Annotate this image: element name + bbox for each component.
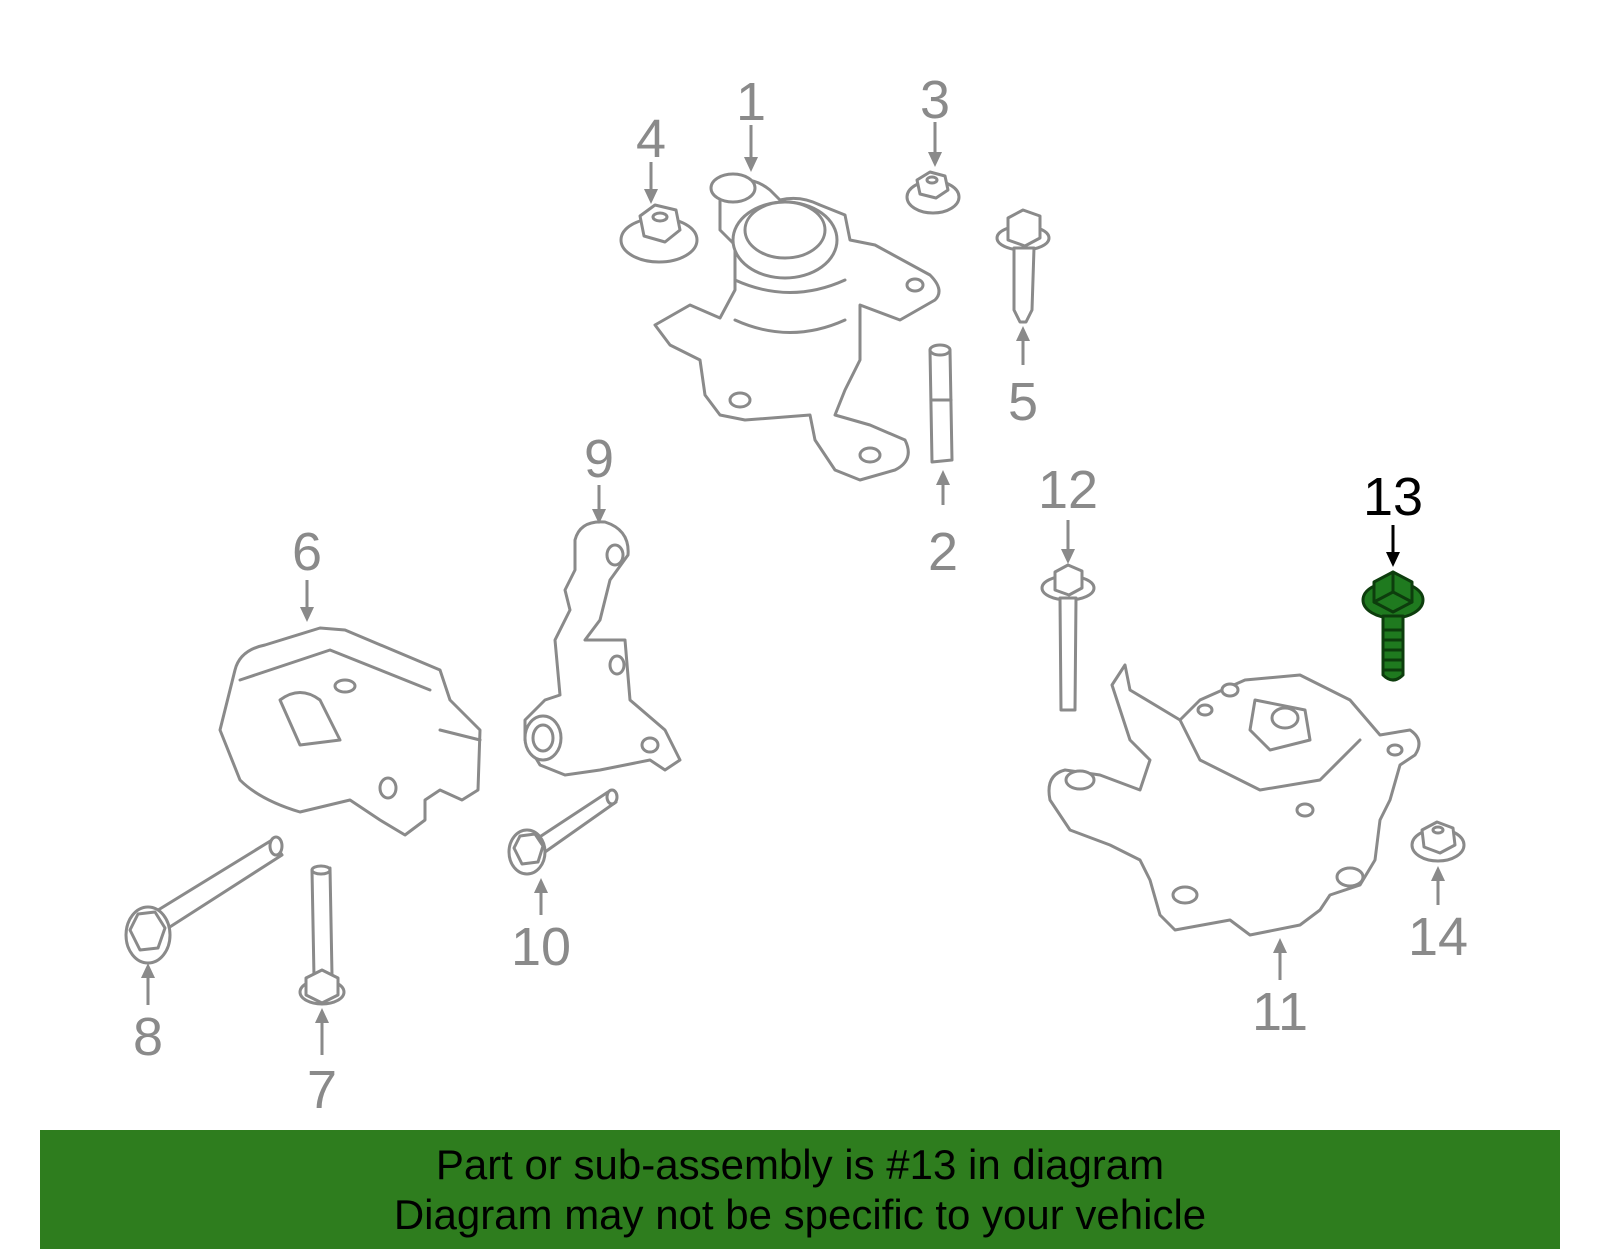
part-6-lower-mount[interactable] xyxy=(218,626,482,837)
callout-11: 11 xyxy=(1252,982,1308,1042)
callout-8: 8 xyxy=(133,1007,163,1067)
parts-diagram: 1 2 3 4 5 6 7 8 9 10 11 12 13 14 xyxy=(124,70,1468,1120)
callout-1: 1 xyxy=(736,72,766,132)
part-9-bracket[interactable] xyxy=(523,520,682,777)
part-3-nut[interactable] xyxy=(905,170,961,215)
callout-6: 6 xyxy=(292,522,322,582)
part-13-bolt-highlighted[interactable] xyxy=(1361,570,1425,682)
info-banner: Part or sub-assembly is #13 in diagram D… xyxy=(40,1130,1560,1249)
part-2-stud[interactable] xyxy=(928,343,954,464)
part-11-mount-bracket[interactable] xyxy=(1047,663,1421,937)
part-8-bolt[interactable] xyxy=(124,835,284,965)
part-4-nut[interactable] xyxy=(619,203,699,264)
part-1-engine-mount[interactable] xyxy=(653,172,941,482)
part-10-bolt[interactable] xyxy=(507,788,619,876)
callout-3: 3 xyxy=(920,70,950,130)
part-14-nut[interactable] xyxy=(1410,820,1466,863)
part-5-bolt[interactable] xyxy=(995,208,1051,324)
part-7-bolt[interactable] xyxy=(298,864,346,1006)
callout-12: 12 xyxy=(1038,460,1098,520)
callout-2: 2 xyxy=(928,522,958,582)
callout-7: 7 xyxy=(307,1060,337,1120)
callout-14: 14 xyxy=(1408,907,1468,967)
callout-5: 5 xyxy=(1008,372,1038,432)
part-12-bolt[interactable] xyxy=(1040,563,1096,712)
callout-13-highlighted: 13 xyxy=(1363,467,1423,527)
callout-arrows xyxy=(141,122,1445,1055)
callout-9: 9 xyxy=(584,429,614,489)
banner-line-part-number: Part or sub-assembly is #13 in diagram xyxy=(435,1141,1165,1188)
callout-4: 4 xyxy=(636,109,666,169)
banner-line-disclaimer: Diagram may not be specific to your vehi… xyxy=(393,1191,1207,1238)
callout-10: 10 xyxy=(511,917,571,977)
